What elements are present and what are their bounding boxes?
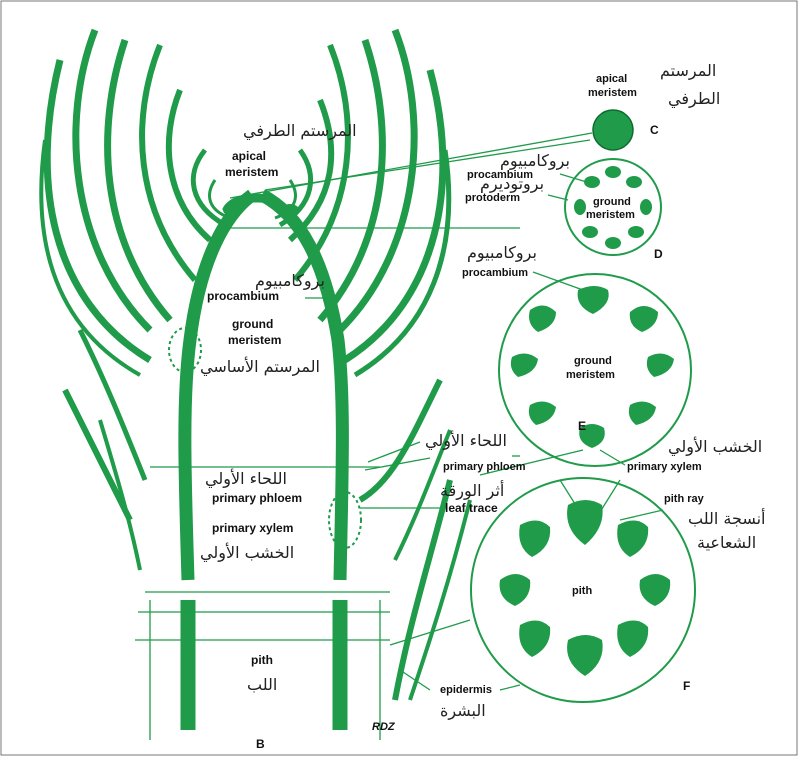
leaf-primordium-right (281, 204, 299, 216)
panel-letter-b: B (256, 737, 265, 751)
leaf-trace-label: leaf trace (445, 501, 498, 515)
pith-f-label: pith (572, 585, 592, 597)
ground-meristem-e-line2: meristem (566, 369, 615, 381)
epidermis-ar-label: البشرة (440, 701, 486, 721)
ground-meristem-e-line1: ground (574, 355, 612, 367)
panel-c-apical-meristem (593, 110, 633, 150)
procambium-e-label: procambium (462, 267, 528, 279)
primary-xylem-en-right: primary xylem (627, 461, 702, 473)
leaf-primordium-left (223, 204, 241, 216)
pith-ray-ar-line2: الشعاعية (697, 533, 756, 552)
apical-meristem-label-line1: apical (232, 149, 266, 163)
procambium-d-ar-label: بروكامبيوم (500, 151, 570, 171)
apical-meristem-ar-label: المرستم الطرفي (243, 121, 357, 141)
pith-b-ar-label: اللب (247, 675, 277, 694)
pith-ray-label: pith ray (664, 493, 705, 505)
leaf-trace-ar-label: أثر الورقة (440, 480, 504, 501)
panel-letter-e: E (578, 419, 586, 433)
primary-xylem-ar-right: الخشب الأولي (668, 436, 762, 457)
pith-b-label: pith (251, 653, 273, 667)
ground-meristem-d-line1: ground (593, 196, 631, 208)
panel-letter-f: F (683, 679, 690, 693)
panel-letter-d: D (654, 247, 663, 261)
ground-meristem-d-line2: meristem (586, 209, 635, 221)
apical-meristem-disc (593, 110, 633, 150)
procambium-e-ar-label: بروكامبيوم (467, 243, 537, 263)
apical-meristem-c-ar-line2: الطرفي (668, 89, 720, 109)
ground-meristem-b-line2: meristem (228, 333, 281, 347)
ground-meristem-b-line1: ground (232, 317, 273, 331)
panel-letter-c: C (650, 123, 659, 137)
primary-phloem-en-left: primary phloem (212, 491, 302, 505)
protoderm-ar-label: بروتوديرم (480, 174, 544, 194)
epidermis-label: epidermis (440, 684, 492, 696)
ground-meristem-b-ar-label: المرستم الأساسي (200, 356, 320, 377)
primary-xylem-en-left: primary xylem (212, 521, 293, 535)
pith-ray-ar-line1: أنسجة اللب (688, 508, 766, 528)
primary-phloem-ar-right: اللحاء الأولي (425, 430, 507, 451)
artist-signature: RDZ (372, 721, 396, 733)
primary-phloem-ar-left: اللحاء الأولي (205, 468, 287, 489)
apical-meristem-c-line2: meristem (588, 87, 637, 99)
apical-meristem-c-ar-line1: المرستم (660, 61, 716, 81)
procambium-b-label: procambium (207, 289, 279, 303)
protoderm-label: protoderm (465, 192, 520, 204)
apical-meristem-c-line1: apical (596, 73, 627, 85)
apical-meristem-label-line2: meristem (225, 165, 278, 179)
primary-xylem-ar-left: الخشب الأولي (200, 542, 294, 563)
procambium-b-ar-label: بروكامبيوم (255, 271, 325, 291)
primary-phloem-en-right: primary phloem (443, 461, 526, 473)
